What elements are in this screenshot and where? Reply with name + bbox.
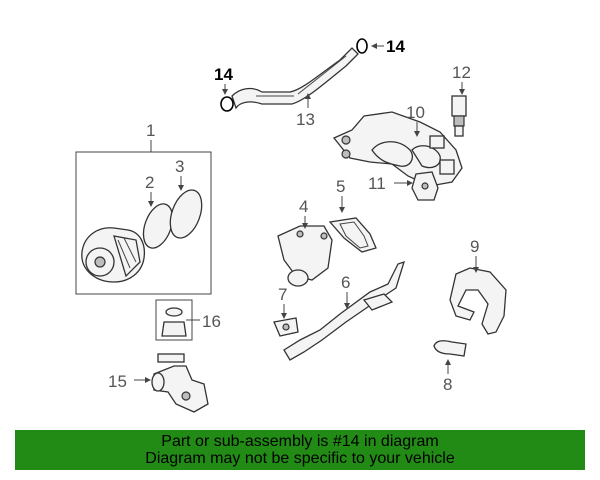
water-outlet-manifold[interactable] [332,111,463,187]
callout-13: 13 [296,110,315,129]
banner-line-1: Part or sub-assembly is #14 in diagram [161,433,439,450]
thermostat-gasket[interactable] [328,217,377,253]
banner-line-2: Diagram may not be specific to your vehi… [145,450,455,467]
gasket-ring [142,203,174,249]
callout-10: 10 [406,103,425,122]
water-pump [81,227,146,283]
temperature-sensor[interactable] [451,95,467,137]
thermostat-housing[interactable] [277,225,333,287]
callout-7: 7 [278,285,287,304]
water-pipe[interactable] [283,260,405,361]
o-ring-lower[interactable] [220,96,234,112]
callout-8: 8 [443,375,452,394]
water-pump-kit[interactable] [75,151,212,295]
callout-4: 4 [299,197,308,216]
callout-6: 6 [341,273,350,292]
callout-11: 11 [368,174,386,193]
callout-12: 12 [452,63,471,82]
callout-15: 15 [108,372,127,391]
o-ring-upper[interactable] [356,38,368,54]
callout-5: 5 [336,177,345,196]
bypass-hose[interactable] [433,340,467,357]
coolant-pipe[interactable] [231,47,359,110]
seal-ring [169,189,203,239]
callout-9: 9 [470,237,479,256]
callout-16: 16 [202,312,221,331]
callout-14-upper: 14 [386,37,405,56]
callout-3: 3 [175,157,184,176]
outlet-housing[interactable] [151,353,209,413]
callout-1: 1 [146,121,155,140]
leader-lines [134,43,479,383]
coolant-fitting[interactable] [449,267,507,335]
info-banner: Part or sub-assembly is #14 in diagram D… [15,430,585,470]
callout-14-lower: 14 [214,65,233,84]
callout-2: 2 [145,173,154,192]
parts-diagram: 1 2 3 4 5 6 7 8 9 10 11 12 13 14 14 15 1… [75,37,507,413]
